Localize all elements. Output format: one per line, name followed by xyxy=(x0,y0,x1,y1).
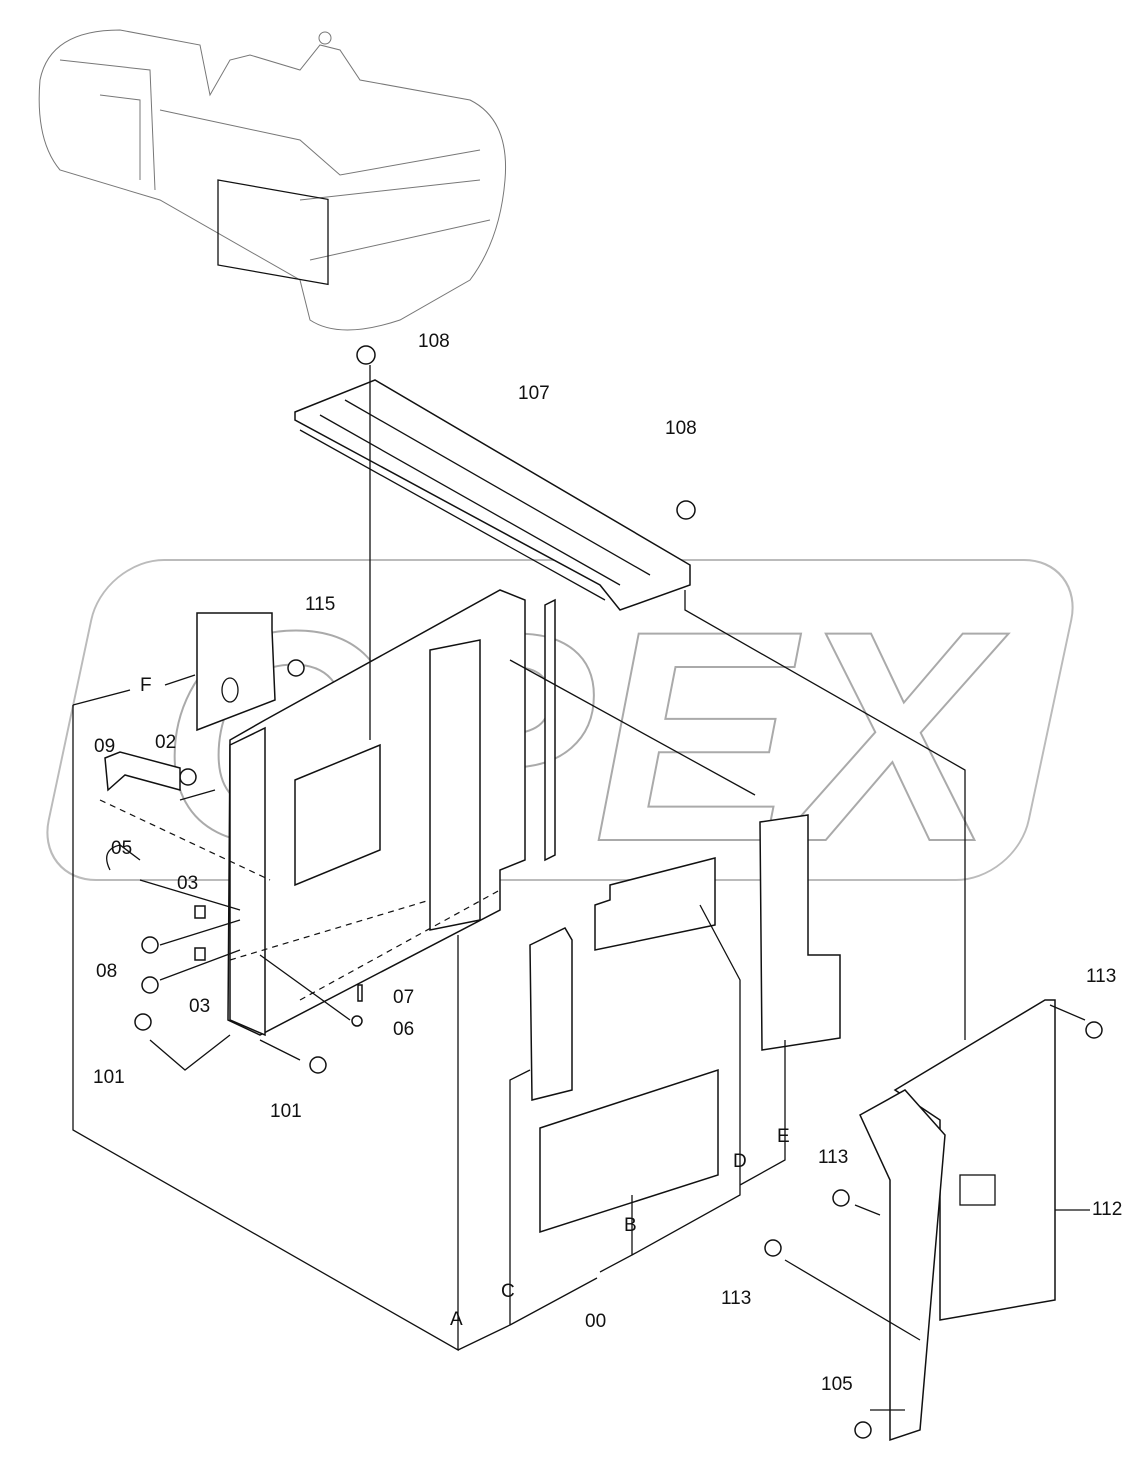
label-06: 06 xyxy=(393,1019,414,1040)
bolt-02 xyxy=(179,768,197,786)
label-a: A xyxy=(450,1309,463,1330)
label-101: 101 xyxy=(93,1067,125,1088)
label-112: 112 xyxy=(1092,1199,1122,1220)
bolt-113-b xyxy=(832,1189,850,1207)
bolt-113-a xyxy=(1085,1021,1103,1039)
label-113: 113 xyxy=(818,1147,848,1168)
label-105: 105 xyxy=(821,1374,853,1395)
label-05: 05 xyxy=(111,838,132,859)
main-frame-panel xyxy=(227,589,556,1037)
pad-c xyxy=(529,927,573,1101)
bolt-08-b xyxy=(141,976,159,994)
pad-b xyxy=(539,1068,719,1234)
part-labels: 108 107 108 115 F 09 02 05 03 03 08 07 0… xyxy=(93,331,1122,1395)
watermark-logo: OPEX xyxy=(46,559,1074,905)
excavator-overview xyxy=(38,29,507,331)
bolt-101-b xyxy=(309,1056,327,1074)
label-115: 115 xyxy=(305,594,335,615)
label-03: 03 xyxy=(189,996,210,1017)
label-09: 09 xyxy=(94,736,115,757)
bolt-113-c xyxy=(764,1239,782,1257)
label-00: 00 xyxy=(585,1311,606,1332)
bolts xyxy=(104,345,1103,1439)
bolt-108-right xyxy=(676,500,696,520)
clip-03-b xyxy=(194,947,206,961)
label-b: B xyxy=(624,1215,637,1236)
bolt-115 xyxy=(287,659,305,677)
pad-e xyxy=(759,814,841,1051)
pin-05 xyxy=(106,844,141,871)
washer-06 xyxy=(351,1015,363,1027)
pad-d xyxy=(594,857,716,951)
clip-03-a xyxy=(194,905,206,919)
part-107-tray xyxy=(294,379,691,611)
label-101: 101 xyxy=(270,1101,302,1122)
bolt-105 xyxy=(854,1421,872,1439)
label-113: 113 xyxy=(721,1288,751,1309)
label-c: C xyxy=(501,1281,515,1302)
label-02: 02 xyxy=(155,732,176,753)
label-d: D xyxy=(733,1151,747,1172)
bracket-09 xyxy=(104,751,181,792)
label-07: 07 xyxy=(393,987,414,1008)
bolt-108-top xyxy=(356,345,376,365)
leader-lines xyxy=(72,365,1090,1411)
pad-f xyxy=(196,612,276,732)
label-113: 113 xyxy=(1086,966,1116,987)
label-e: E xyxy=(777,1126,790,1147)
part-112-side-panel xyxy=(859,999,1056,1442)
label-f: F xyxy=(140,675,152,696)
label-08: 08 xyxy=(96,961,117,982)
bolt-101-a xyxy=(134,1013,152,1031)
label-108: 108 xyxy=(665,418,697,439)
label-108: 108 xyxy=(418,331,450,352)
foam-pads xyxy=(196,612,841,1234)
label-107: 107 xyxy=(518,383,550,404)
bolt-08-a xyxy=(141,936,159,954)
label-03: 03 xyxy=(177,873,198,894)
pin-07 xyxy=(357,984,363,1002)
